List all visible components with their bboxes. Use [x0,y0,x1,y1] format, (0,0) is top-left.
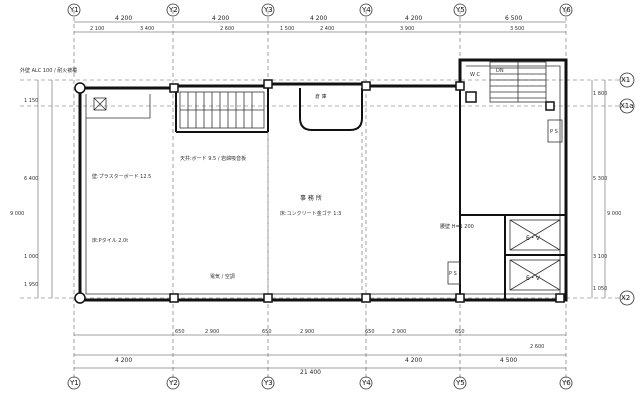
top-sub-dim-1: 2 100 [90,26,104,32]
interior-walls [86,86,566,300]
main-staircase [179,91,265,129]
note-ceiling: 天井:ボード 9.5 / 岩綿吸音板 [180,155,246,162]
equipment-box [93,97,107,111]
bottom-dim-1: 4 200 [115,357,132,364]
axis-label-y5-top: Y5 [455,6,465,14]
note-electrical: 電気 / 空調 [210,273,235,280]
note-floor-concrete: 床:コンクリート金ゴテ 1:3 [280,210,341,217]
axis-label-y6-bottom: Y6 [561,379,571,387]
pipe-spaces: P S P S [447,119,563,285]
axis-label-x1: X1 [621,76,630,84]
elevator-shafts: E・V E・V [509,219,561,291]
ps-label-1: P S [550,129,558,135]
note-wall-finish: 壁:プラスターボード 12.5 [92,173,151,180]
note-wainscot: 腰壁 H=1 200 [440,223,474,230]
bottom-sub-dim-5: 650 [365,329,375,335]
elevator-label-2: E・V [526,275,541,282]
right-dim-3: 3 100 [593,254,607,260]
elevator-label-1: E・V [526,235,541,242]
bottom-sub-dim-8: 2 600 [530,344,544,350]
axis-label-y2-bottom: Y2 [168,379,178,387]
left-dim-4: 1 000 [24,254,38,260]
bottom-sub-dim-6: 2 900 [392,329,406,335]
stair-dn-label: DN [496,68,504,74]
left-dimensions: 1 150 6 400 9 000 1 000 1 950 [10,80,53,298]
axis-label-y5-bottom: Y5 [455,379,465,387]
left-dim-2: 6 400 [24,176,38,182]
bottom-dimensions: 650 2 900 650 2 900 650 2 900 650 2 600 … [74,329,566,376]
axis-label-y1-top: Y1 [69,6,79,14]
bottom-dim-total: 21 400 [300,369,321,376]
note-exterior-wall: 外壁 ALC 100 / 耐火被覆 [20,67,77,74]
left-dim-1: 1 150 [24,98,38,104]
top-sub-dim-8: 3 500 [510,26,524,32]
bottom-dim-6: 4 500 [500,357,517,364]
axis-label-y3-top: Y3 [263,6,273,14]
bottom-sub-dim-7: 650 [455,329,465,335]
right-dim-5: 9 000 [607,211,621,217]
right-dimensions: 1 800 5 300 3 100 1 050 9 000 [591,80,621,298]
left-dim-3: 9 000 [10,211,24,217]
right-dim-1: 1 800 [593,91,607,97]
axis-label-y4-top: Y4 [361,6,371,14]
bottom-sub-dim-1: 650 [175,329,185,335]
bottom-sub-dim-2: 2 900 [205,329,219,335]
right-dim-4: 1 050 [593,286,607,292]
room-label-wc: W C [470,72,481,78]
ps-label-2: P S [449,271,457,277]
top-sub-dim-7: 3 900 [400,26,414,32]
room-label-office: 事 務 所 [300,194,322,202]
top-dim-1: 4 200 [115,15,132,22]
axis-label-x2: X2 [621,294,630,302]
left-dim-5: 1 950 [24,282,38,288]
top-sub-dim-5: 1 500 [280,26,294,32]
top-dim-2: 4 200 [212,15,229,22]
top-sub-dim-6: 2 400 [320,26,334,32]
axis-label-y4-bottom: Y4 [361,379,371,387]
top-sub-dim-3: 2 600 [220,26,234,32]
top-sub-dim-2: 3 400 [140,26,154,32]
axis-bubbles-bottom: Y1 Y2 Y3 Y4 Y5 Y6 [67,376,573,390]
axis-label-y2-top: Y2 [168,6,178,14]
bottom-sub-dim-4: 2 900 [300,329,314,335]
axis-bubbles-top: Y1 Y2 Y3 Y4 Y5 Y6 [67,3,573,17]
axis-label-x1a: X1a [620,102,634,110]
axis-bubbles-right: X1 X1a X2 [619,72,635,306]
note-floor-tile: 床:Pタイル 2.0t [92,237,128,244]
top-dim-4: 4 200 [405,15,422,22]
top-dim-3: 4 200 [310,15,327,22]
emergency-staircase: DN [489,61,547,103]
top-dim-6: 6 500 [505,15,522,22]
top-dimensions: 4 200 4 200 4 200 4 200 6 500 2 100 3 40… [74,15,566,33]
structural-columns [74,79,565,304]
axis-label-y6-top: Y6 [561,6,571,14]
bottom-sub-dim-3: 650 [262,329,272,335]
bottom-dim-4: 4 200 [405,357,422,364]
axis-label-y3-bottom: Y3 [263,379,273,387]
axis-label-y1-bottom: Y1 [69,379,79,387]
room-label-store: 倉 庫 [315,93,327,100]
right-dim-2: 5 300 [593,176,607,182]
